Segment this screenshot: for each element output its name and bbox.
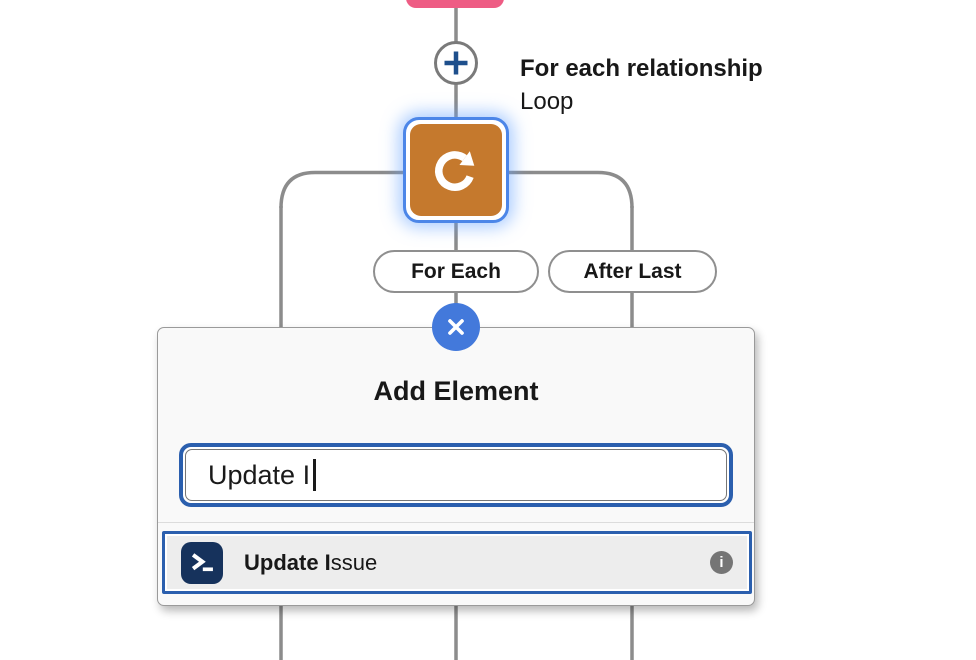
add-node-button[interactable]: [434, 41, 478, 85]
branch-label-for-each: For Each: [373, 250, 539, 293]
loop-node-title: For each relationship: [520, 55, 763, 82]
result-label: Update Issue: [244, 550, 377, 576]
close-popup-button[interactable]: [432, 303, 480, 351]
text-cursor: [313, 459, 316, 491]
loop-node-label: For each relationship Loop: [520, 52, 763, 118]
result-label-match: Update I: [244, 549, 331, 575]
search-input-value: Update I: [208, 459, 311, 490]
for-each-label-text: For Each: [411, 259, 501, 283]
add-element-popup: Add Element Update I Update Issue i: [157, 327, 755, 606]
loop-node-type: Loop: [520, 88, 574, 115]
branch-label-after-last: After Last: [548, 250, 717, 293]
loop-node-tile: [410, 124, 502, 216]
loop-icon: [435, 151, 475, 192]
result-label-rest: ssue: [330, 549, 378, 575]
element-search-input[interactable]: Update I: [179, 443, 733, 507]
terminal-prompt-icon: [191, 552, 213, 571]
info-icon[interactable]: i: [710, 551, 733, 574]
close-icon: [448, 319, 464, 335]
plus-icon: [444, 51, 468, 75]
apex-action-icon: [181, 541, 223, 584]
after-last-label-text: After Last: [583, 259, 682, 283]
element-search-field[interactable]: Update I: [185, 449, 727, 501]
search-result-update-issue[interactable]: Update Issue i: [162, 531, 752, 594]
previous-node[interactable]: [406, 0, 504, 8]
popup-title: Add Element: [373, 376, 539, 406]
loop-node[interactable]: [403, 117, 509, 223]
popup-divider: [158, 522, 754, 523]
